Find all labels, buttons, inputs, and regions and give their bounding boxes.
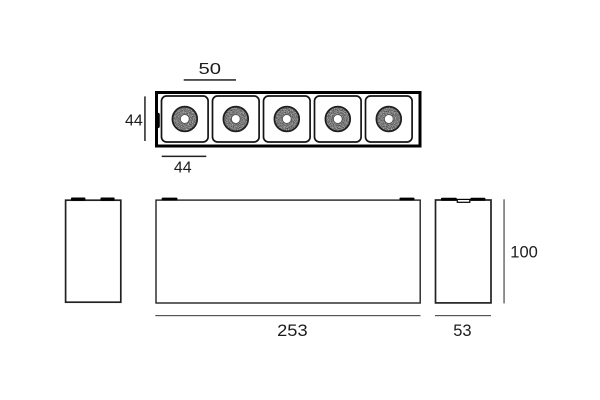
- svg-text:53: 53: [453, 322, 471, 340]
- svg-text:44: 44: [125, 113, 143, 130]
- svg-text:44: 44: [174, 160, 192, 177]
- svg-text:253: 253: [277, 322, 308, 340]
- svg-text:50: 50: [199, 61, 222, 78]
- svg-text:100: 100: [510, 243, 538, 261]
